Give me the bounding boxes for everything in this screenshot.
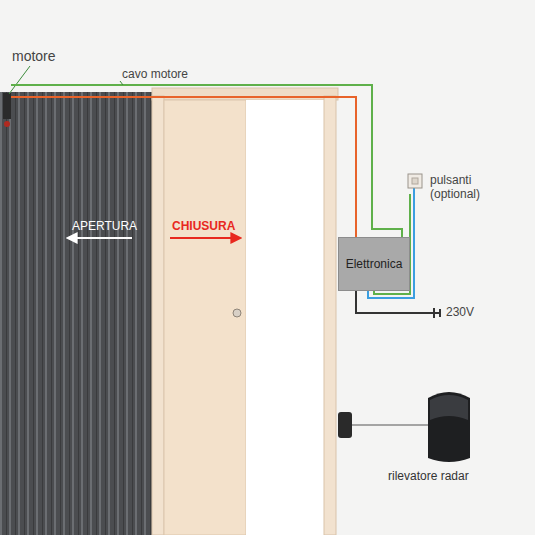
radar-detector xyxy=(428,392,470,462)
direction-label: CHIUSURA xyxy=(172,220,235,234)
plug-symbol xyxy=(434,308,440,318)
button-symbol xyxy=(412,178,418,184)
motor-symbol xyxy=(3,93,11,119)
radar-cable xyxy=(352,425,428,426)
cable-name: cavo motore xyxy=(122,68,188,82)
closing-arrow xyxy=(170,237,240,239)
door-header xyxy=(152,88,338,100)
door-leaf xyxy=(164,100,246,535)
door-knob xyxy=(233,309,241,317)
opening-arrow xyxy=(68,237,132,239)
direction-label: APERTURA xyxy=(72,220,137,234)
door-post xyxy=(324,96,336,535)
box-label: Elettronica xyxy=(346,257,403,271)
part-name: rilevatore radar xyxy=(388,470,469,484)
door-opening xyxy=(246,100,324,535)
door-jamb xyxy=(152,96,164,535)
leader-line xyxy=(9,66,30,94)
part-name: motore xyxy=(12,48,56,64)
motor-dot xyxy=(4,121,10,127)
motor-cable-green xyxy=(11,85,402,237)
radar-detector xyxy=(430,395,468,420)
power-cable xyxy=(356,291,434,313)
radar-sensor xyxy=(338,412,352,438)
part-name: pulsanti (optional) xyxy=(430,174,490,202)
button-symbol xyxy=(408,174,422,188)
electronics-box: Elettronica xyxy=(338,237,410,291)
motor-cable-orange xyxy=(11,97,356,237)
voltage-label: 230V xyxy=(446,306,474,320)
pleated-panel xyxy=(0,92,156,535)
leader-line xyxy=(120,81,123,85)
